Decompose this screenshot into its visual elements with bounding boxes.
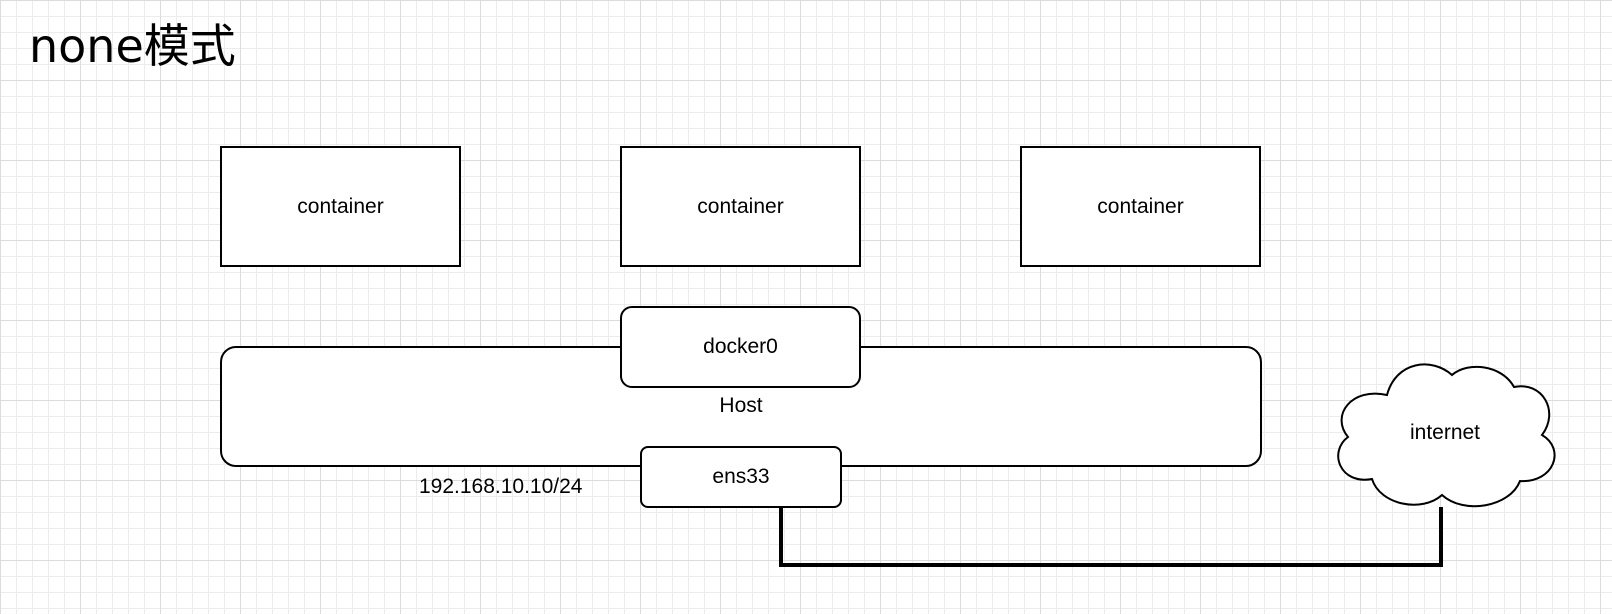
- bridge-label: docker0: [703, 335, 778, 358]
- internet-label: internet: [1409, 421, 1481, 444]
- container-label: container: [297, 194, 384, 218]
- interface-label: ens33: [712, 465, 770, 488]
- ens33-interface-box: ens33: [640, 446, 842, 508]
- ens33-internet-link: [779, 507, 1443, 567]
- container-label: container: [1097, 194, 1184, 218]
- diagram-title: none模式: [29, 19, 236, 73]
- container-label: container: [697, 194, 784, 218]
- ip-address-label: 192.168.10.10/24: [419, 475, 583, 498]
- container-box-3: container: [1020, 146, 1261, 267]
- container-box-2: container: [620, 146, 861, 267]
- host-label: Host: [719, 394, 763, 417]
- container-box-1: container: [220, 146, 461, 267]
- internet-cloud-icon: [1337, 363, 1556, 508]
- docker0-bridge-box: docker0: [620, 306, 861, 388]
